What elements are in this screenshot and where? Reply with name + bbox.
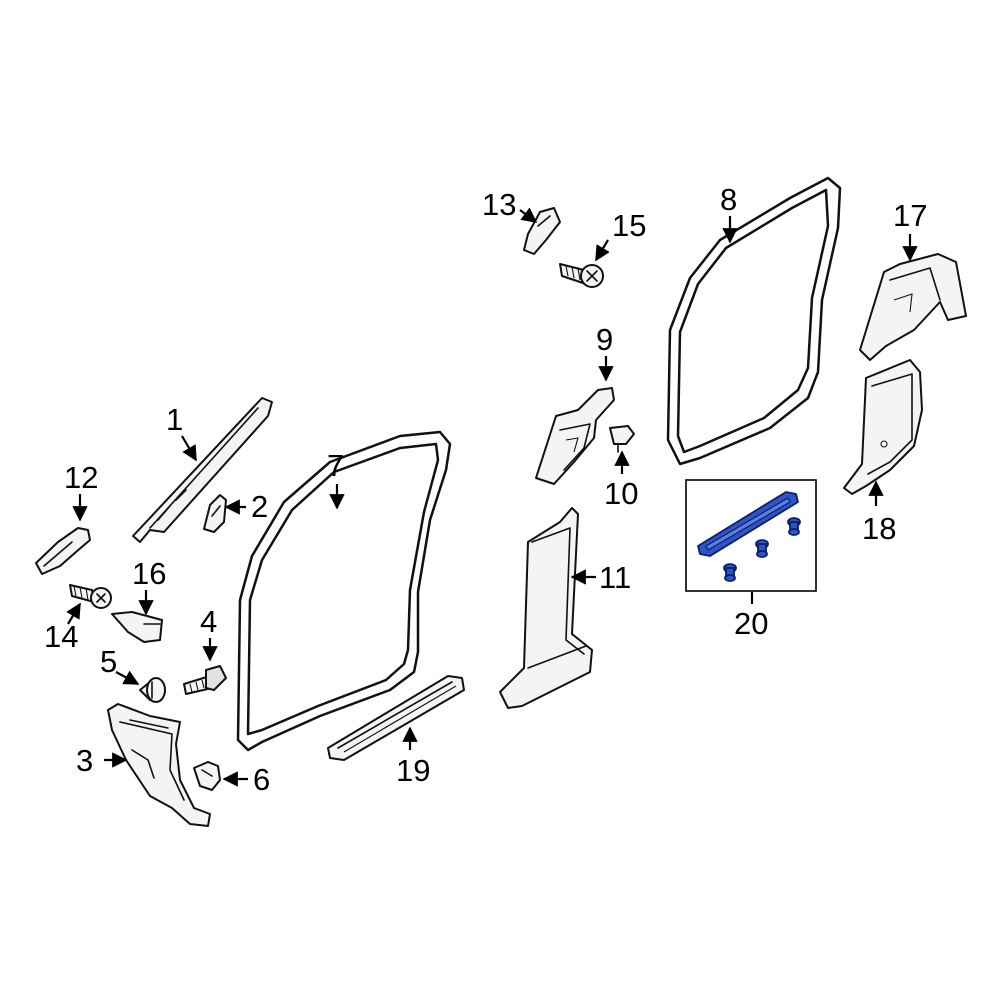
part-8-rear-door-weatherstrip[interactable]: [666, 176, 842, 466]
part-3-kick-panel[interactable]: [107, 703, 211, 827]
callout-1: 1: [166, 402, 197, 462]
part-16-bracket[interactable]: [111, 611, 163, 643]
callout-8: 8: [720, 182, 738, 244]
callout-label-10: 10: [604, 476, 638, 511]
part-6-clip[interactable]: [193, 761, 221, 791]
callout-label-17: 17: [893, 198, 927, 233]
callout-10: 10: [604, 450, 638, 511]
callout-17: 17: [893, 198, 927, 262]
callout-label-6: 6: [253, 762, 270, 797]
callout-3: 3: [76, 743, 128, 778]
callout-label-20: 20: [734, 606, 768, 641]
part-20-screw-b: [755, 539, 769, 558]
part-20-rear-scuff-plate-kit[interactable]: [685, 479, 817, 592]
callout-label-16: 16: [132, 556, 166, 591]
part-18-quarter-trim-lower[interactable]: [843, 359, 923, 495]
callout-label-12: 12: [64, 460, 98, 495]
part-9-b-pillar-upper-trim[interactable]: [535, 387, 615, 485]
callout-5: 5: [100, 644, 140, 685]
callout-label-19: 19: [396, 753, 430, 788]
part-20-scuff-plate-highlight: [697, 491, 799, 557]
callout-label-18: 18: [862, 511, 896, 546]
callout-label-3: 3: [76, 743, 93, 778]
part-10-push-clip[interactable]: [609, 425, 635, 453]
callout-11: 11: [570, 560, 631, 595]
callout-label-8: 8: [720, 182, 737, 217]
callout-9: 9: [596, 322, 614, 382]
part-13-handle-cover[interactable]: [523, 207, 561, 255]
part-19-front-scuff-plate[interactable]: [327, 675, 465, 761]
callout-18: 18: [862, 480, 896, 546]
callout-label-5: 5: [100, 644, 117, 679]
callout-label-4: 4: [200, 604, 217, 639]
callout-4: 4: [200, 604, 218, 662]
callout-6: 6: [222, 762, 270, 797]
part-20-screw-c: [787, 517, 801, 536]
callout-14: 14: [44, 602, 81, 654]
part-15-screw[interactable]: [559, 263, 604, 288]
part-1-a-pillar-trim[interactable]: [132, 397, 273, 543]
callout-20: 20: [734, 592, 768, 641]
callout-7: 7: [327, 448, 345, 510]
part-14-screw[interactable]: [69, 584, 112, 609]
callout-12: 12: [64, 460, 98, 522]
callout-label-11: 11: [599, 560, 631, 595]
callout-15: 15: [595, 208, 646, 262]
callout-label-1: 1: [166, 402, 183, 437]
part-4-bolt[interactable]: [183, 665, 227, 695]
callout-16: 16: [132, 556, 166, 616]
callout-label-13: 13: [482, 187, 516, 222]
callout-label-9: 9: [596, 322, 613, 357]
part-7-front-door-weatherstrip[interactable]: [236, 430, 452, 752]
part-11-b-pillar-lower-trim[interactable]: [499, 507, 593, 709]
part-20-box: [685, 479, 817, 592]
part-2-retainer-clip[interactable]: [203, 494, 227, 533]
callout-label-7: 7: [327, 448, 344, 483]
callout-2: 2: [224, 489, 268, 524]
callout-19: 19: [396, 726, 430, 788]
callout-label-15: 15: [612, 208, 646, 243]
part-20-screw-a: [723, 563, 737, 582]
part-12-grab-handle[interactable]: [35, 527, 91, 575]
callout-label-14: 14: [44, 619, 78, 654]
part-17-quarter-trim-upper[interactable]: [859, 253, 967, 361]
callout-13: 13: [482, 187, 538, 223]
callout-label-2: 2: [251, 489, 268, 524]
part-5-push-pin[interactable]: [139, 677, 166, 703]
